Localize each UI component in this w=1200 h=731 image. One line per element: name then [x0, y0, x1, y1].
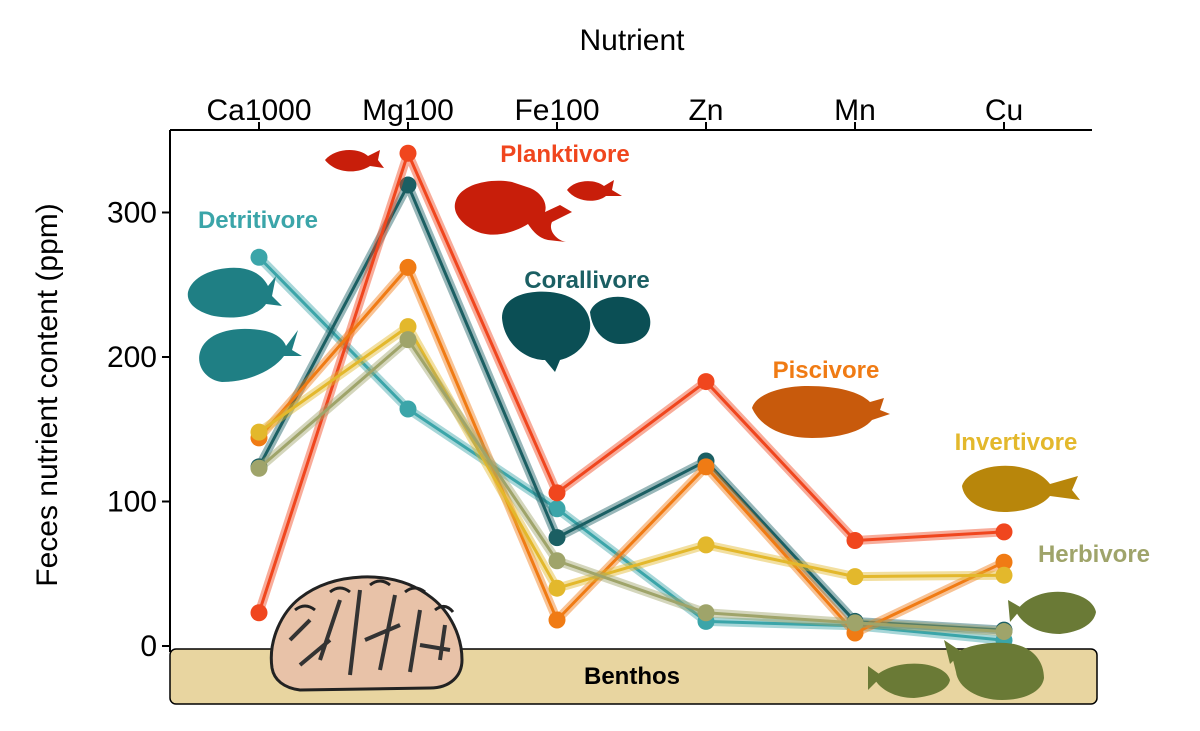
series-line-piscivore — [257, 265, 1005, 635]
series-invertivore — [250, 318, 1013, 597]
data-point-corallivore — [548, 529, 566, 547]
invertivore-fish-icon — [962, 465, 1080, 512]
label-invertivore: Invertivore — [955, 429, 1078, 456]
data-point-planktivore — [399, 144, 417, 162]
data-point-invertivore — [697, 536, 715, 554]
series-planktivore — [250, 144, 1013, 622]
planktivore-fish-icon — [325, 150, 622, 242]
y-tick-label: 200 — [107, 341, 157, 374]
y-tick-label: 300 — [107, 197, 157, 230]
series-herbivore — [250, 331, 1013, 641]
benthos-label: Benthos — [584, 663, 680, 690]
x-tick-label: Zn — [688, 94, 723, 127]
y-tick-label: 0 — [140, 630, 157, 663]
label-planktivore: Planktivore — [500, 141, 629, 168]
data-point-corallivore — [399, 176, 417, 194]
data-point-invertivore — [846, 568, 864, 586]
x-tick-label: Mn — [834, 94, 876, 127]
data-point-invertivore — [399, 318, 417, 336]
data-point-detritivore — [250, 248, 268, 266]
data-point-piscivore — [548, 611, 566, 629]
data-point-herbivore — [995, 623, 1013, 641]
data-point-invertivore — [548, 579, 566, 597]
x-axis-title: Nutrient — [579, 24, 685, 57]
data-point-piscivore — [697, 458, 715, 476]
data-point-planktivore — [697, 373, 715, 391]
data-point-planktivore — [250, 604, 268, 622]
label-detritivore: Detritivore — [198, 207, 318, 234]
corallivore-fish-icon — [502, 291, 651, 372]
y-tick-label: 100 — [107, 486, 157, 519]
data-point-invertivore — [250, 423, 268, 441]
data-point-piscivore — [995, 553, 1013, 571]
series-line-invertivore — [258, 325, 1005, 590]
label-piscivore: Piscivore — [773, 357, 880, 384]
data-point-detritivore — [548, 500, 566, 518]
label-herbivore: Herbivore — [1038, 541, 1150, 568]
herbivore-fish-icon — [868, 591, 1096, 700]
series-line-herbivore — [258, 338, 1005, 634]
piscivore-fish-icon — [752, 386, 890, 438]
data-point-herbivore — [399, 331, 417, 349]
data-point-invertivore — [995, 566, 1013, 584]
data-point-herbivore — [250, 459, 268, 477]
x-tick-label: Mg100 — [362, 94, 454, 127]
series-line-planktivore — [257, 151, 1005, 614]
data-point-planktivore — [846, 532, 864, 550]
data-point-herbivore — [697, 604, 715, 622]
data-point-planktivore — [548, 484, 566, 502]
coral-icon — [269, 575, 464, 692]
x-tick-label: Fe100 — [514, 94, 599, 127]
data-point-planktivore — [995, 523, 1013, 541]
data-point-detritivore — [399, 400, 417, 418]
detritivore-fish-icon — [187, 267, 302, 382]
x-tick-label: Ca1000 — [206, 94, 311, 127]
data-point-herbivore — [846, 614, 864, 632]
data-point-herbivore — [548, 552, 566, 570]
x-tick-label: Cu — [985, 94, 1023, 127]
label-corallivore: Corallivore — [524, 267, 649, 294]
data-point-piscivore — [399, 258, 417, 276]
y-axis-title: Feces nutrient content (ppm) — [31, 203, 64, 587]
